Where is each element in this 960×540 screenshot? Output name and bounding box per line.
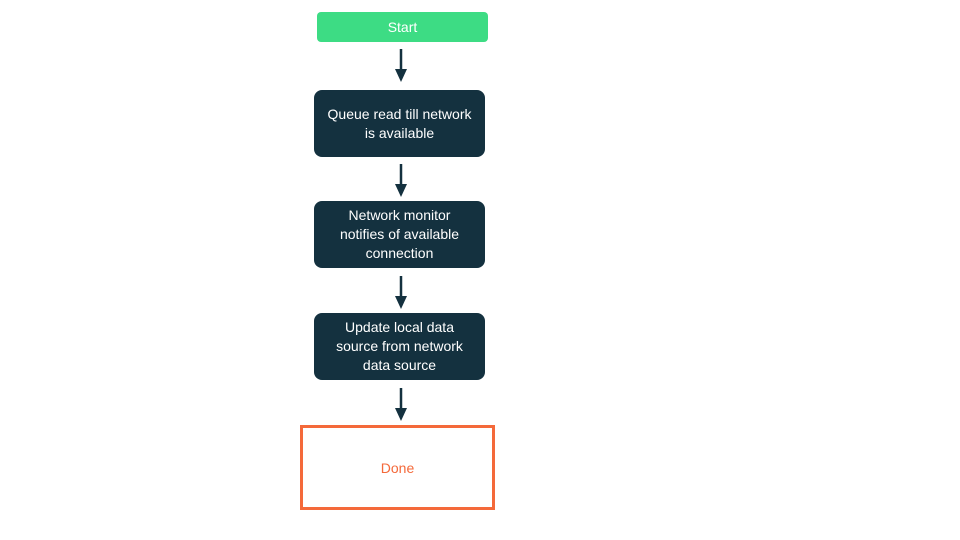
node-label: Done [380, 459, 415, 476]
arrow-down-icon [395, 164, 407, 197]
arrow-down-icon [395, 49, 407, 82]
flowchart-node-update-local-data: Update local data source from network da… [314, 313, 485, 380]
flowchart-node-queue-read: Queue read till network is available [314, 90, 485, 157]
arrow-down-icon [395, 388, 407, 421]
flowchart-node-start: Start [317, 12, 488, 42]
flow-connector [394, 164, 408, 197]
flowchart-node-network-monitor: Network monitor notifies of available co… [314, 201, 485, 268]
flow-connector [394, 388, 408, 421]
flow-connector [394, 276, 408, 309]
node-label: Queue read till network is available [327, 105, 472, 141]
node-label: Network monitor notifies of available co… [339, 207, 460, 261]
node-label: Start [387, 19, 418, 35]
flowchart-node-done: Done [300, 425, 495, 510]
arrow-down-icon [395, 276, 407, 309]
flow-connector [394, 49, 408, 82]
node-label: Update local data source from network da… [336, 319, 463, 373]
